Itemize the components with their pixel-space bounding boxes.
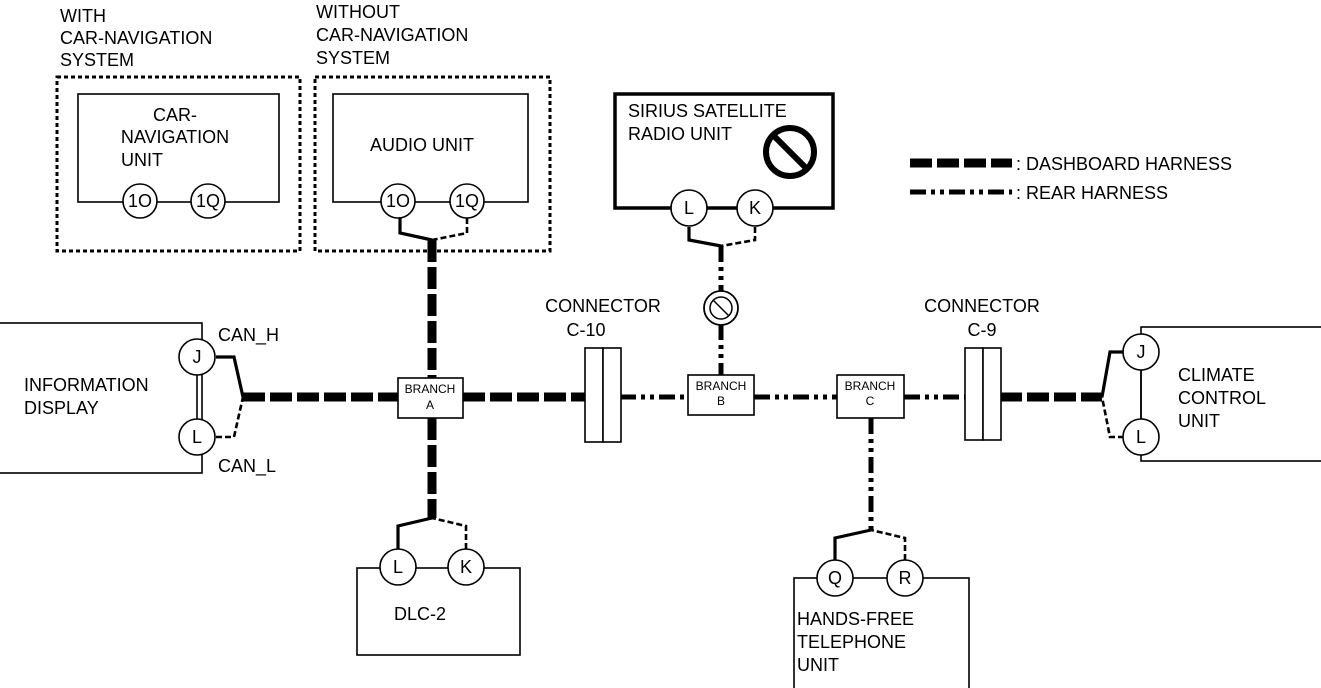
- unit-name: TELEPHONE: [797, 632, 906, 652]
- lead-can-h: [396, 516, 433, 549]
- unit-name: AUDIO UNIT: [370, 135, 474, 155]
- without-nav-group-border: [313, 75, 552, 253]
- unit-name: INFORMATION: [24, 375, 149, 395]
- pin-1q: [190, 183, 226, 219]
- pin-label: J: [1137, 342, 1146, 362]
- unit-name: UNIT: [121, 150, 163, 170]
- connector-label: C-9: [967, 320, 996, 340]
- pin-1o: [122, 183, 158, 219]
- legend-dashboard-label: : DASHBOARD HARNESS: [1016, 154, 1232, 174]
- pin-l: [178, 418, 216, 456]
- pin-k: [447, 548, 485, 586]
- pin-q: [816, 559, 854, 597]
- pin-l: [1122, 418, 1160, 456]
- without-nav-label: CAR-NAVIGATION: [316, 25, 468, 45]
- pin-j: [178, 338, 216, 376]
- branch-label: B: [717, 394, 725, 408]
- branch-c: BRANCH C: [836, 374, 905, 419]
- with-nav-group-border: [55, 75, 302, 253]
- pin-label: K: [749, 198, 761, 218]
- hands-free-telephone-unit: HANDS-FREE TELEPHONE UNIT Q R: [793, 559, 970, 688]
- connector-label: CONNECTOR: [924, 296, 1040, 316]
- lead-can-h: [687, 227, 722, 248]
- pin-label: Q: [828, 568, 842, 588]
- with-nav-label: WITH: [60, 6, 106, 26]
- sirius-satellite-radio-unit: SIRIUS SATELLITE RADIO UNIT L K: [613, 92, 835, 227]
- audio-unit: AUDIO UNIT 1O 1Q: [332, 93, 529, 219]
- branch-label: A: [426, 398, 434, 412]
- svg-text:CAR-NAVIGATION: CAR-NAVIGATION: [316, 25, 468, 45]
- connector-label: C-10: [566, 320, 605, 340]
- pin-j: [1122, 333, 1160, 371]
- svg-text:SYSTEM: SYSTEM: [60, 50, 134, 70]
- branch-label: C: [866, 394, 875, 408]
- lead-can-h: [216, 355, 245, 398]
- unit-name: CONTROL: [1178, 388, 1266, 408]
- pin-label: J: [193, 347, 202, 367]
- branch-b: BRANCH B: [687, 374, 755, 416]
- pin-label: 1O: [386, 191, 410, 211]
- lead-can-h: [1100, 350, 1124, 398]
- with-nav-label: CAR-NAVIGATION: [60, 28, 212, 48]
- svg-text:CAR-NAVIGATION: CAR-NAVIGATION: [60, 28, 212, 48]
- pin-label: L: [1136, 427, 1146, 447]
- unit-name: HANDS-FREE: [797, 609, 914, 629]
- connector-c9: CONNECTOR C-9: [924, 296, 1040, 441]
- signal-can-l: CAN_L: [218, 456, 276, 477]
- pin-label: L: [393, 557, 403, 577]
- connector-c10: CONNECTOR C-10: [545, 296, 661, 443]
- legend-rear-label: : REAR HARNESS: [1016, 183, 1168, 203]
- lead-can-l: [216, 396, 245, 439]
- without-nav-label: SYSTEM: [316, 48, 390, 68]
- pin-label: R: [899, 568, 912, 588]
- signal-can-h: CAN_H: [218, 325, 279, 346]
- lead-can-h: [833, 528, 872, 560]
- legend: : DASHBOARD HARNESS : REAR HARNESS: [910, 154, 1232, 203]
- prohibited-small-icon: [703, 290, 739, 326]
- unit-name: RADIO UNIT: [628, 124, 732, 144]
- pin-k: [736, 189, 774, 227]
- svg-text:WITH: WITH: [60, 6, 106, 26]
- pin-l: [670, 189, 708, 227]
- branch-label: BRANCH: [845, 379, 896, 393]
- unit-name: UNIT: [1178, 411, 1220, 431]
- unit-name: UNIT: [797, 655, 839, 675]
- car-navigation-unit: CAR- NAVIGATION UNIT 1O 1Q: [77, 93, 280, 219]
- unit-name: NAVIGATION: [121, 127, 229, 147]
- lead-can-l: [720, 227, 757, 248]
- branch-a: BRANCH A: [397, 377, 464, 419]
- pin-label: 1Q: [196, 191, 220, 211]
- unit-name: DISPLAY: [24, 398, 99, 418]
- pin-label: 1Q: [455, 191, 479, 211]
- connector-label: CONNECTOR: [545, 296, 661, 316]
- with-nav-label: SYSTEM: [60, 50, 134, 70]
- unit-name: SIRIUS SATELLITE: [628, 101, 787, 121]
- lead-can-l: [870, 528, 907, 560]
- svg-text:SYSTEM: SYSTEM: [316, 48, 390, 68]
- lead-can-l: [431, 516, 468, 549]
- pin-r: [886, 559, 924, 597]
- unit-name: CLIMATE: [1178, 365, 1255, 385]
- unit-name: CAR-: [153, 105, 197, 125]
- pin-label: 1O: [128, 191, 152, 211]
- pin-1o: [380, 183, 416, 219]
- without-nav-label: WITHOUT: [316, 2, 400, 22]
- climate-control-unit: CLIMATE CONTROL UNIT J L: [1122, 326, 1321, 462]
- unit-name: DLC-2: [394, 604, 446, 624]
- prohibited-icon: [763, 125, 817, 179]
- lead-can-l: [1100, 396, 1124, 439]
- information-display: INFORMATION DISPLAY J L CAN_H CAN_L: [0, 322, 279, 477]
- dlc-2: DLC-2 L K: [356, 548, 521, 656]
- svg-text:WITHOUT: WITHOUT: [316, 2, 400, 22]
- branch-label: BRANCH: [405, 382, 456, 396]
- lead-can-h: [398, 218, 433, 242]
- lead-can-l: [431, 218, 469, 242]
- branch-label: BRANCH: [696, 379, 747, 393]
- pin-label: L: [684, 198, 694, 218]
- pin-1q: [449, 183, 485, 219]
- pin-l: [379, 548, 417, 586]
- pin-label: L: [192, 427, 202, 447]
- pin-label: K: [460, 557, 472, 577]
